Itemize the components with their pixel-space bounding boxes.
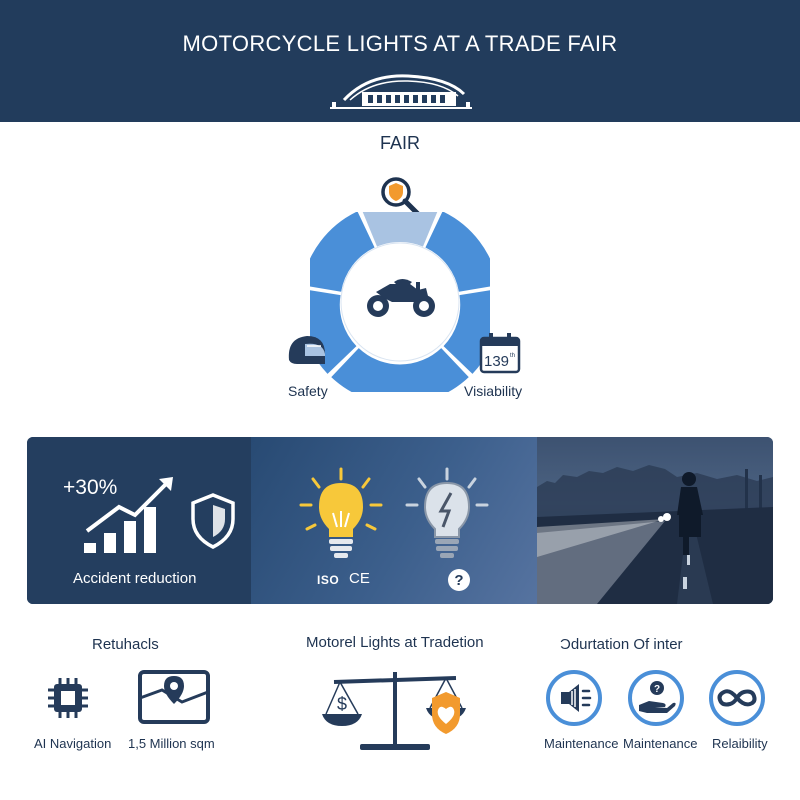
section-title-center: Motorel Lights at Tradetion (306, 634, 484, 651)
dollar-sign: $ (337, 694, 347, 714)
reliability-label: Relaibility (712, 736, 768, 751)
hall-icon (330, 74, 472, 109)
question-icon: ? (448, 569, 470, 591)
night-ride-panel (537, 437, 773, 604)
growth-chart-icon (84, 477, 235, 553)
section-title-right: Ɔdurtation Of inter (560, 636, 683, 653)
maintenance-label-2: Maintenance (623, 736, 698, 751)
lightbulb-off-icon (405, 467, 489, 558)
lightbulb-on-icon (299, 467, 383, 558)
speaker-icon (546, 670, 602, 726)
shield-icon (191, 493, 235, 549)
maintenance-label-1: Maintenance (544, 736, 619, 751)
calendar-number: 139 (484, 353, 509, 370)
ce-mark: CE (349, 570, 370, 587)
ai-navigation-label: AI Navigation (34, 736, 112, 751)
lights-panel: ISO CE ? (251, 437, 537, 604)
stat-percent: +30% (63, 476, 118, 499)
scale-icon: $ (322, 672, 466, 750)
stat-panel: +30% Accident reduction (27, 437, 251, 604)
question-mark: ? (454, 572, 463, 589)
accident-reduction-label: Accident reduction (73, 570, 197, 587)
area-label: 1,5 Million sqm (128, 736, 215, 751)
safety-label: Safety (288, 383, 328, 399)
motorcycle-icon (367, 279, 435, 317)
chip-icon (48, 678, 88, 718)
fair-wheel-diagram (310, 212, 490, 392)
infinity-icon (709, 670, 765, 726)
fair-label: FAIR (379, 133, 420, 153)
night-rider-scene (537, 465, 773, 604)
calendar-suffix: th (510, 353, 515, 359)
page-title: MOTORCYCLE LIGHTS AT A TRADE FAIR (182, 31, 618, 56)
iso-mark: ISO (317, 573, 340, 587)
visibility-label: Visiability (464, 383, 523, 399)
section-title-left: Retuhacls (92, 636, 159, 653)
hand-help-icon: ? (628, 670, 684, 726)
calendar-icon: 139 th (479, 333, 521, 374)
map-pin-icon (138, 670, 210, 724)
helmet-icon (288, 336, 325, 364)
header-banner: MOTORCYCLE LIGHTS AT A TRADE FAIR (0, 0, 800, 122)
help-question-mark: ? (654, 684, 660, 695)
feature-banner: +30% Accident reduction (27, 437, 773, 604)
